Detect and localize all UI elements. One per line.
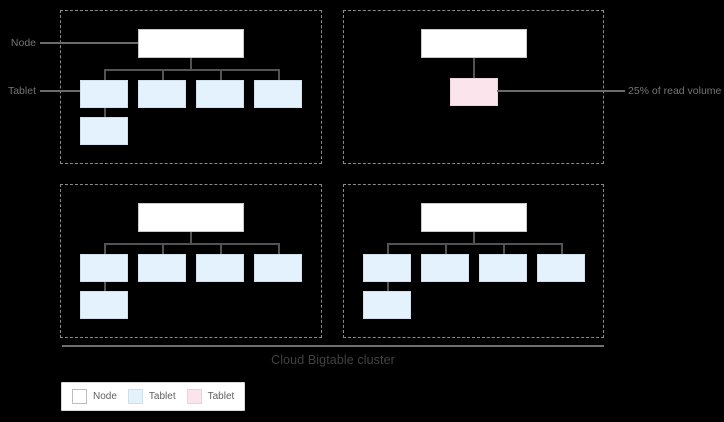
connector-line	[387, 282, 389, 291]
connector-line	[561, 243, 563, 254]
hot-tablet-swatch-icon	[186, 389, 202, 404]
connector-line	[190, 232, 192, 244]
tablet-box	[537, 254, 585, 282]
connector-line	[104, 282, 106, 291]
tablet-box	[80, 254, 128, 282]
legend-item-hot-tablet: Tablet	[186, 389, 235, 404]
connector-line	[104, 243, 106, 254]
connector-line	[278, 69, 280, 80]
connector-line	[162, 69, 164, 80]
tablet-callout-line	[40, 90, 80, 92]
connector-line	[278, 243, 280, 254]
connector-line	[220, 243, 222, 254]
node-box	[421, 29, 527, 58]
connector-line	[387, 243, 389, 254]
read-volume-label: 25% of read volume	[628, 85, 722, 97]
tablet-swatch-icon	[127, 389, 143, 404]
connector-line	[503, 243, 505, 254]
tablet-box	[363, 254, 411, 282]
node-group-3	[60, 184, 322, 338]
connector-line	[162, 243, 164, 254]
legend-label: Tablet	[148, 391, 176, 402]
tablet-callout-label: Tablet	[7, 85, 36, 97]
tablet-box	[254, 80, 302, 108]
connector-line	[104, 69, 280, 71]
tablet-box	[363, 291, 411, 319]
tablet-box	[80, 117, 128, 145]
tablet-box	[254, 254, 302, 282]
connector-line	[473, 58, 475, 78]
connector-line	[104, 69, 106, 80]
connector-line	[104, 108, 106, 117]
tablet-box	[80, 80, 128, 108]
node-callout-label: Node	[10, 37, 36, 49]
node-callout-line	[40, 42, 138, 44]
tablet-box	[138, 80, 186, 108]
tablet-box	[80, 291, 128, 319]
read-volume-callout-line	[497, 90, 625, 92]
node-swatch-icon	[72, 389, 87, 404]
node-group-1	[60, 10, 322, 164]
tablet-box	[138, 254, 186, 282]
tablet-box	[479, 254, 527, 282]
connector-line	[190, 58, 192, 70]
legend-item-node: Node	[72, 389, 117, 404]
tablet-box	[196, 254, 244, 282]
node-box	[138, 203, 244, 232]
tablet-box	[196, 80, 244, 108]
legend-label: Tablet	[207, 391, 235, 402]
connector-line	[445, 243, 447, 254]
hot-tablet-box	[450, 78, 498, 106]
connector-line	[473, 232, 475, 244]
node-group-2	[343, 10, 604, 164]
connector-line	[104, 243, 280, 245]
node-box	[138, 29, 244, 58]
cluster-baseline	[62, 345, 604, 347]
connector-line	[220, 69, 222, 80]
tablet-box	[421, 254, 469, 282]
legend-item-tablet: Tablet	[127, 389, 176, 404]
cluster-title: Cloud Bigtable cluster	[271, 353, 395, 367]
connector-line	[387, 243, 563, 245]
legend-label: Node	[93, 391, 117, 402]
node-group-4	[343, 184, 604, 338]
legend: Node Tablet Tablet	[61, 382, 246, 411]
node-box	[421, 203, 527, 232]
